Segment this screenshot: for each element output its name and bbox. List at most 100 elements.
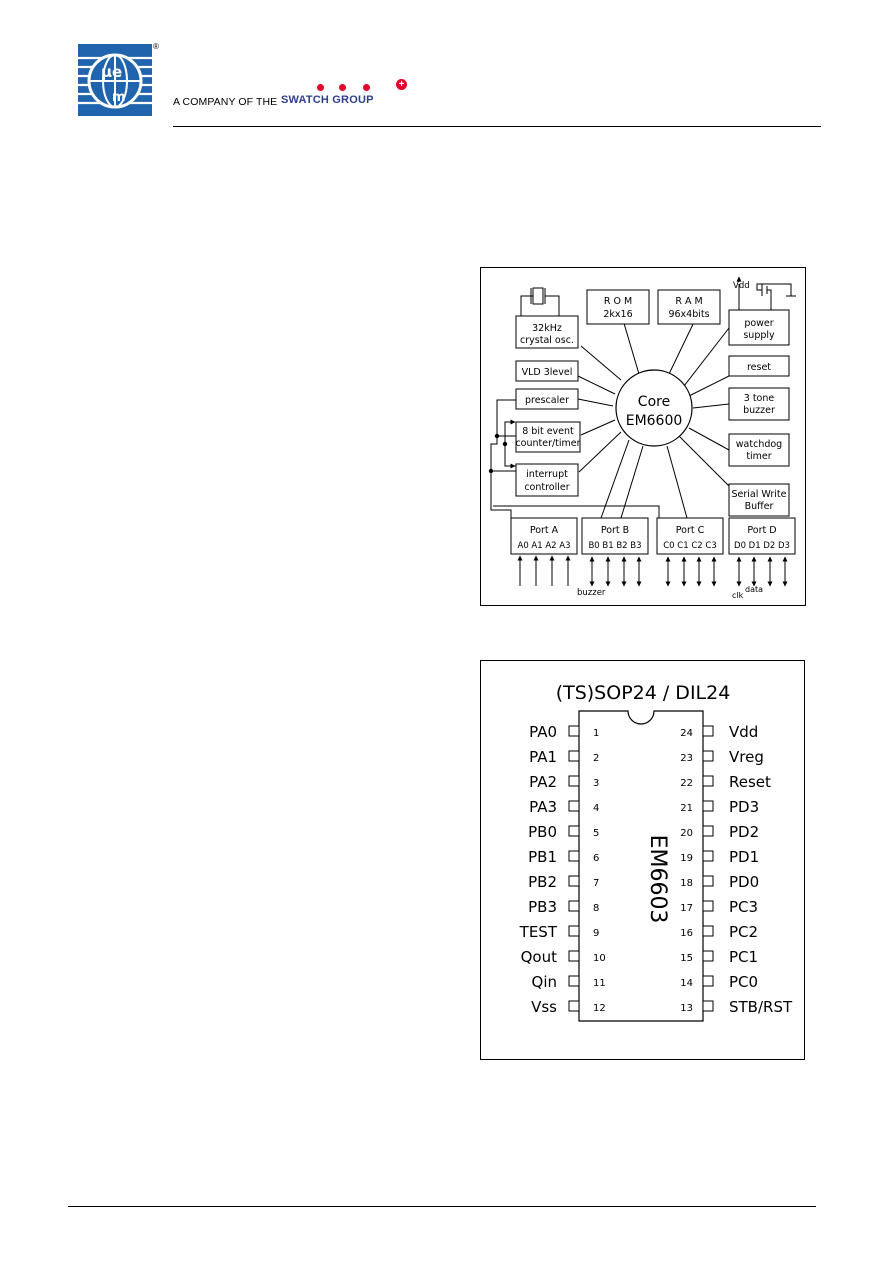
ram-block <box>657 289 721 325</box>
power-label-1: power <box>744 318 773 329</box>
counter-timer-block <box>515 421 581 453</box>
package-title: (TS)SOP24 / DIL24 <box>556 682 731 704</box>
pin-name: Reset <box>729 773 771 791</box>
svg-text:m: m <box>112 90 126 105</box>
buzzer-label-1: 3 tone <box>744 393 775 404</box>
pin-number: 11 <box>593 978 606 989</box>
buzzer-label-2: buzzer <box>743 405 775 416</box>
pin-number: 17 <box>680 903 693 914</box>
pin-name: PD0 <box>729 873 759 891</box>
pin-pad <box>568 750 580 762</box>
port-c-block <box>656 517 724 555</box>
pin-name: PD3 <box>729 798 759 816</box>
pin-number: 15 <box>680 953 693 964</box>
pin-name: Vreg <box>729 748 764 766</box>
pin-name: PC2 <box>729 923 758 941</box>
swatch-group-wordmark: SWATCH GROUP <box>281 94 374 106</box>
pin-pad <box>568 775 580 787</box>
pin-pad <box>702 850 714 862</box>
pin-row: 20 PD2 <box>680 823 759 841</box>
footer-divider <box>68 1206 816 1207</box>
crystal-label-2: crystal osc. <box>520 335 574 346</box>
pin-pad <box>702 950 714 962</box>
watchdog-label-2: timer <box>746 451 771 462</box>
crystal-label-1: 32kHz <box>532 323 562 334</box>
counter-label-1: 8 bit event <box>522 426 574 437</box>
rom-block <box>586 289 650 325</box>
pin-number: 10 <box>593 953 606 964</box>
pin-number: 20 <box>680 828 693 839</box>
serial-label-1: Serial Write <box>732 489 787 500</box>
reset-block <box>728 355 790 377</box>
pin-pad <box>568 850 580 862</box>
buzzer-note: buzzer <box>577 588 606 598</box>
serial-write-buffer-block <box>728 483 790 517</box>
vdd-label: Vdd <box>733 281 750 291</box>
company-tagline: A COMPANY OF THE <box>173 96 278 108</box>
data-note: data <box>745 585 763 594</box>
pin-name: PB3 <box>528 898 557 916</box>
port-c-pins: C0 C1 C2 C3 <box>663 541 716 551</box>
core-name: EM6600 <box>626 413 683 429</box>
pin-name: PD2 <box>729 823 759 841</box>
block-diagram-figure: Core EM6600 32kHz crystal osc. R O M 2k <box>480 267 806 606</box>
pin-number: 3 <box>593 778 599 789</box>
pin-number: 23 <box>680 753 693 764</box>
pin-row: Qin 11 <box>532 973 606 991</box>
swatch-group-logo: + SWATCH GROUP <box>280 79 410 108</box>
pin-number: 18 <box>680 878 693 889</box>
port-c-label: Port C <box>676 525 705 536</box>
port-b-block <box>581 517 649 555</box>
pin-name: PA0 <box>529 723 557 741</box>
port-d-pins: D0 D1 D2 D3 <box>734 541 790 551</box>
ram-label-2: 96x4bits <box>668 309 709 320</box>
pin-pad <box>702 775 714 787</box>
pin-name: PC3 <box>729 898 758 916</box>
serial-label-2: Buffer <box>745 501 774 512</box>
chip-body <box>578 710 704 1022</box>
pin-row: 13 STB/RST <box>680 998 793 1016</box>
pin-pad <box>568 1000 580 1012</box>
pin-name: STB/RST <box>729 998 793 1016</box>
crystal-osc-block <box>515 315 579 349</box>
header-divider <box>173 126 821 127</box>
pin-pad <box>702 900 714 912</box>
port-d-block <box>728 517 796 555</box>
pin-pad <box>568 875 580 887</box>
port-b-label: Port B <box>601 525 629 536</box>
reset-label: reset <box>747 362 771 373</box>
pin-number: 5 <box>593 828 599 839</box>
pin-row: 15 PC1 <box>680 948 758 966</box>
pin-pad <box>568 825 580 837</box>
power-supply-block <box>728 309 790 346</box>
power-label-2: supply <box>743 330 775 341</box>
swatch-cross-icon: + <box>396 79 407 90</box>
pin-name: PC1 <box>729 948 758 966</box>
pin-name: PC0 <box>729 973 758 991</box>
watchdog-block <box>728 433 790 467</box>
pin-name: Qin <box>532 973 557 991</box>
vld-block <box>515 360 579 382</box>
vld-label: VLD 3level <box>522 367 573 378</box>
pin-pad <box>568 975 580 987</box>
pin-number: 22 <box>680 778 693 789</box>
pin-pad <box>702 925 714 937</box>
pin-number: 13 <box>680 1003 693 1014</box>
pin-name: PD1 <box>729 848 759 866</box>
core-label: Core <box>638 394 670 410</box>
pin-name: PB1 <box>528 848 557 866</box>
port-d-label: Port D <box>747 525 776 536</box>
